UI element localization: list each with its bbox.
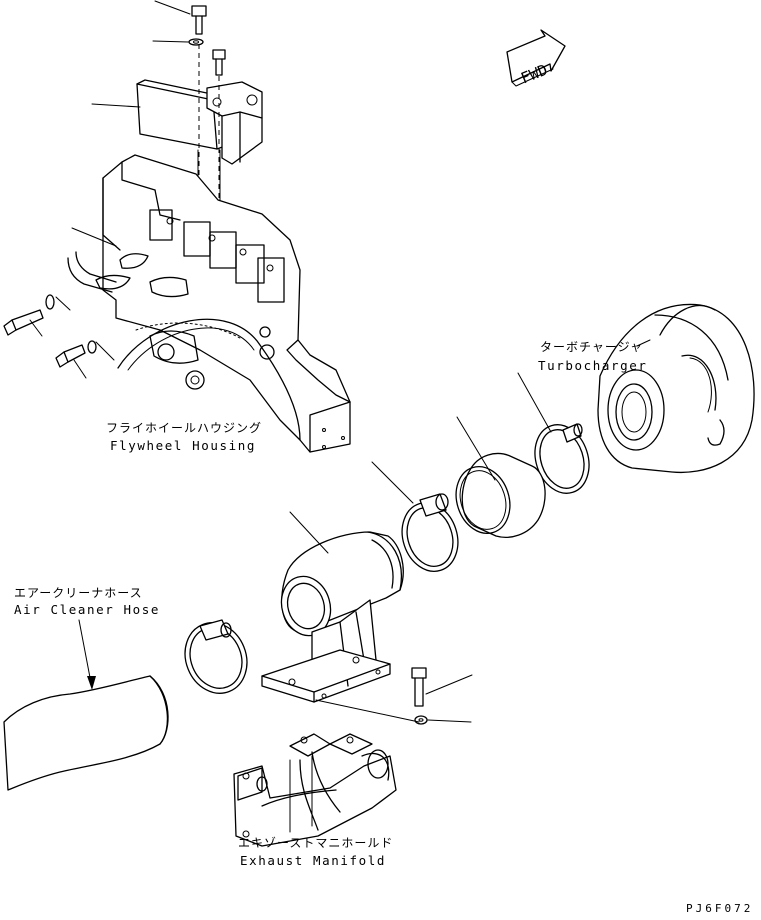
hose-clamp (184, 619, 248, 694)
joint-sleeve (455, 452, 546, 538)
air-cleaner-hose (3, 675, 169, 791)
air-cleaner-hose-label-jp: エアークリーナホース (14, 586, 143, 600)
exhaust-elbow (261, 531, 404, 703)
fwd-arrow-icon: FWD (506, 29, 566, 88)
air-cleaner-hose-label-en: Air Cleaner Hose (14, 602, 160, 617)
left-bolts (3, 294, 97, 368)
flywheel-housing (67, 154, 351, 453)
exhaust-manifold-label-en: Exhaust Manifold (240, 853, 386, 868)
turbocharger-label-en: Turbocharger (538, 358, 648, 373)
flywheel-housing-label-jp: フライホイールハウジング (106, 421, 262, 435)
drawing-code: PJ6F072 (686, 902, 753, 915)
exhaust-manifold (233, 733, 397, 847)
top-bracket-assembly (136, 5, 263, 220)
fwd-label: FWD (518, 61, 550, 88)
elbow-mount-bolt (411, 667, 428, 725)
turbocharger (597, 303, 755, 474)
turbo-side-clamp (534, 423, 590, 494)
turbocharger-label-jp: ターボチャージャ (540, 340, 643, 354)
exhaust-manifold-label-jp: エキゾーストマニホールド (238, 836, 393, 850)
elbow-side-clamp (401, 493, 459, 572)
flywheel-housing-label-en: Flywheel Housing (110, 438, 256, 453)
